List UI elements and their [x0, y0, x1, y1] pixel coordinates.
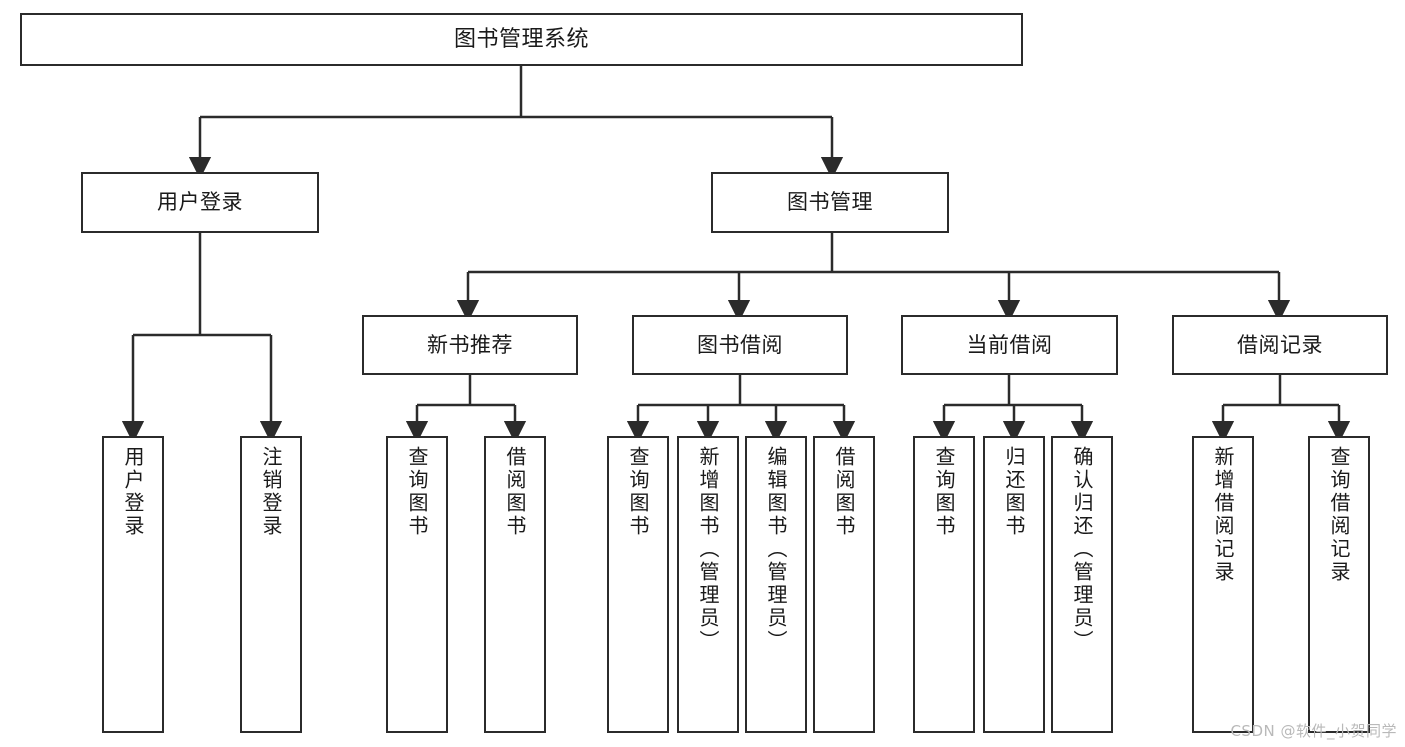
- leaf-add-book-admin[interactable]: 新增图书（管理员）: [677, 436, 739, 733]
- leaf-confirm-return-admin[interactable]: 确认归还（管理员）: [1051, 436, 1113, 733]
- edge-borrow-to-leaves: [626, 375, 856, 444]
- node-label: 确认归还（管理员）: [1070, 446, 1094, 653]
- node-borrowing-record[interactable]: 借阅记录: [1172, 315, 1388, 375]
- node-new-book-recommendation[interactable]: 新书推荐: [362, 315, 578, 375]
- node-label: 借阅记录: [1237, 332, 1323, 357]
- node-label: 查询图书: [626, 446, 650, 538]
- leaf-add-borrow-record[interactable]: 新增借阅记录: [1192, 436, 1254, 733]
- node-label: 当前借阅: [966, 332, 1053, 357]
- edge-current-borrow-to-leaves: [932, 375, 1094, 444]
- edge-book-mgmt-to-level3: [456, 233, 1291, 323]
- edge-new-book-to-leaves: [405, 375, 527, 444]
- node-label: 查询图书: [932, 446, 956, 538]
- edge-borrow-record-to-leaves: [1211, 375, 1351, 444]
- leaf-query-borrow-record[interactable]: 查询借阅记录: [1308, 436, 1370, 733]
- edge-root-to-level2: [188, 66, 844, 180]
- node-label: 用户登录: [121, 446, 145, 538]
- leaf-query-book-new[interactable]: 查询图书: [386, 436, 448, 733]
- leaf-borrow-book[interactable]: 借阅图书: [813, 436, 875, 733]
- leaf-borrow-book-new[interactable]: 借阅图书: [484, 436, 546, 733]
- node-label: 新增借阅记录: [1211, 446, 1235, 584]
- leaf-edit-book-admin[interactable]: 编辑图书（管理员）: [745, 436, 807, 733]
- node-label: 编辑图书（管理员）: [764, 446, 788, 653]
- node-label: 图书管理系统: [453, 26, 589, 52]
- node-label: 注销登录: [259, 446, 283, 538]
- leaf-return-book[interactable]: 归还图书: [983, 436, 1045, 733]
- node-current-borrowing[interactable]: 当前借阅: [901, 315, 1118, 375]
- leaf-query-book-current[interactable]: 查询图书: [913, 436, 975, 733]
- node-label: 借阅图书: [832, 446, 856, 538]
- leaf-user-login[interactable]: 用户登录: [102, 436, 164, 733]
- node-label: 用户登录: [157, 190, 243, 215]
- node-root-book-management-system[interactable]: 图书管理系统: [20, 13, 1023, 66]
- node-book-borrowing[interactable]: 图书借阅: [632, 315, 848, 375]
- leaf-query-book-borrow[interactable]: 查询图书: [607, 436, 669, 733]
- node-user-login[interactable]: 用户登录: [81, 172, 319, 233]
- edge-user-login-to-leaves: [121, 233, 283, 444]
- node-label: 归还图书: [1002, 446, 1026, 538]
- node-label: 图书管理: [787, 190, 873, 215]
- node-label: 查询图书: [405, 446, 429, 538]
- node-book-management[interactable]: 图书管理: [711, 172, 949, 233]
- node-label: 新增图书（管理员）: [696, 446, 720, 653]
- node-label: 查询借阅记录: [1327, 446, 1351, 584]
- node-label: 借阅图书: [503, 446, 527, 538]
- node-label: 新书推荐: [427, 332, 513, 357]
- leaf-logout[interactable]: 注销登录: [240, 436, 302, 733]
- node-label: 图书借阅: [697, 332, 783, 357]
- csdn-watermark: CSDN @软件_小贺同学: [1230, 722, 1397, 740]
